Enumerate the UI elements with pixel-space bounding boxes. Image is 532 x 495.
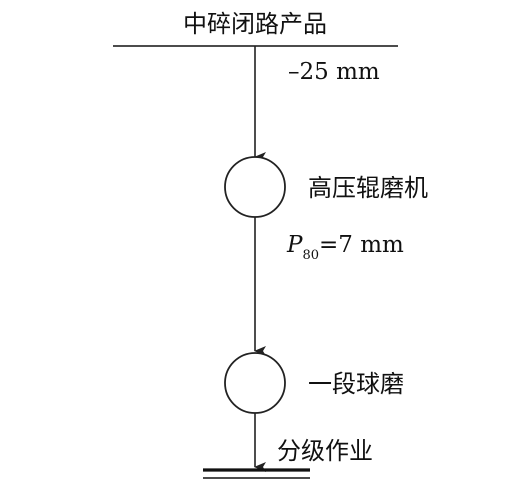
hpgr-product-size: P80=7 mm	[286, 232, 404, 263]
feed-label: 中碎闭路产品	[183, 10, 327, 38]
hpgr-label: 高压辊磨机	[308, 174, 428, 202]
feed-size-label: –25 mm	[288, 59, 380, 85]
classification-label: 分级作业	[277, 437, 373, 465]
p80-symbol: P	[286, 232, 303, 258]
hpgr-node	[224, 156, 286, 218]
ballmill-label: 一段球磨	[308, 370, 404, 398]
p80-subscript: 80	[302, 248, 319, 263]
ballmill-node	[224, 352, 286, 414]
p80-value: =7 mm	[319, 232, 404, 258]
